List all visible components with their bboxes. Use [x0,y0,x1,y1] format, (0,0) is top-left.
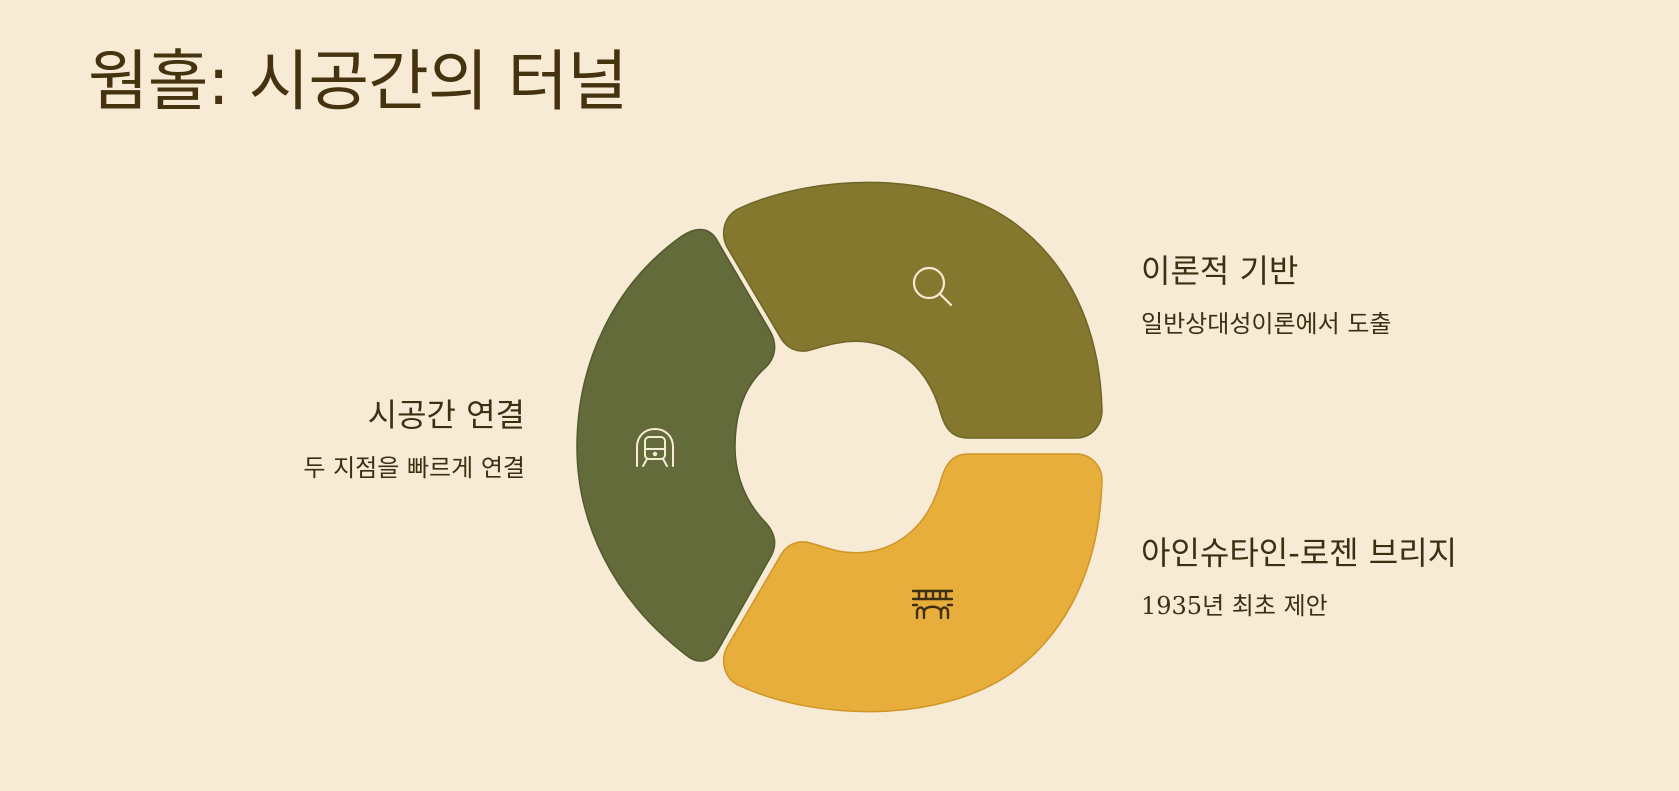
item-theory-title: 이론적 기반 [1141,252,1299,290]
item-connection: 시공간 연결 두 지점을 빠르게 연결 [303,396,525,483]
train-icon [636,428,674,467]
bridge-icon [911,589,954,620]
item-bridge-title: 아인슈타인-로젠 브리지 [1141,534,1458,572]
magnifier-icon [912,266,953,307]
page-title: 웜홀: 시공간의 터널 [88,43,628,120]
item-theory-description: 일반상대성이론에서 도출 [1141,310,1392,339]
segment-bridge[interactable] [723,453,1103,713]
segment-theory[interactable] [723,181,1103,439]
item-connection-title: 시공간 연결 [367,396,525,434]
item-bridge-description: 1935년 최초 제안 [1141,592,1328,621]
item-connection-description: 두 지점을 빠르게 연결 [303,454,525,483]
item-theory: 이론적 기반 일반상대성이론에서 도출 [1141,252,1392,339]
item-bridge: 아인슈타인-로젠 브리지 1935년 최초 제안 [1141,534,1457,621]
segment-connection[interactable] [576,228,776,662]
